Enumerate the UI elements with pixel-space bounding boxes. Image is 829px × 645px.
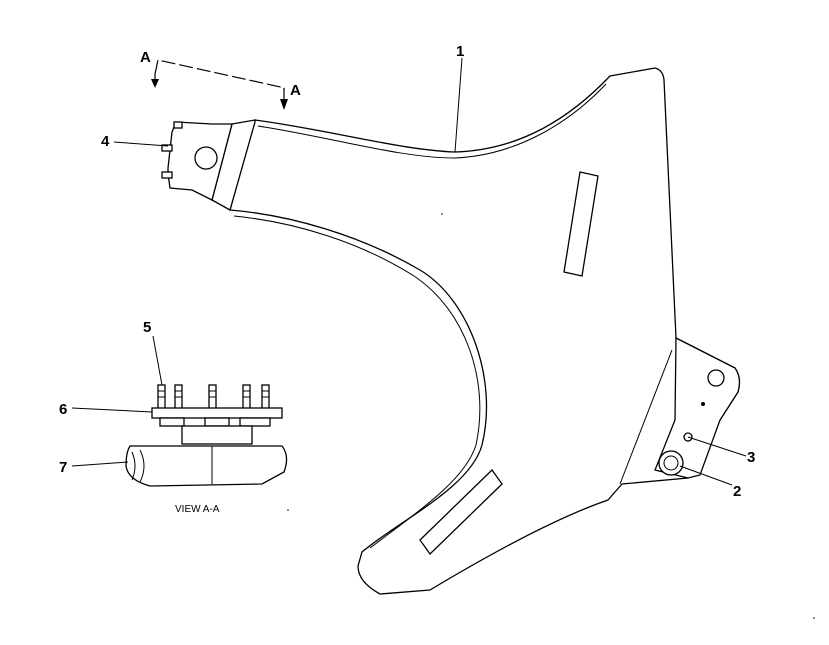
stray-dot [441, 213, 443, 215]
shank-adapter [161, 119, 256, 211]
callout-4: 4 [101, 133, 110, 150]
stray-dot [813, 617, 815, 619]
section-label-left: A [140, 49, 151, 66]
adapter-body [125, 445, 288, 487]
mounting-plate [151, 407, 283, 419]
view-a-a-detail: VIEW A-A [125, 384, 288, 515]
callout-7: 7 [59, 459, 67, 476]
callout-2: 2 [733, 483, 741, 500]
section-line-a-a: A A [140, 49, 301, 110]
callout-numbers: 1 2 3 4 5 6 7 [59, 43, 755, 500]
stray-dot [287, 509, 289, 511]
view-label: VIEW A-A [175, 504, 220, 515]
leader-lines [71, 57, 747, 486]
section-label-right: A [290, 82, 301, 99]
ripper-shank [229, 67, 741, 595]
callout-1: 1 [456, 43, 464, 60]
bolt-group [157, 384, 270, 410]
callout-3: 3 [747, 449, 755, 466]
callout-6: 6 [59, 401, 67, 418]
callout-5: 5 [143, 319, 151, 336]
